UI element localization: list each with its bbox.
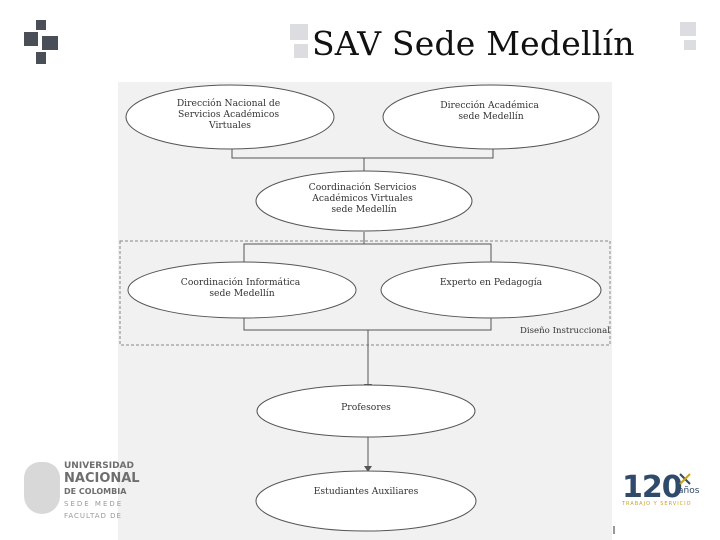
university-logo-line: DE COLOMBIA (64, 487, 127, 496)
svg-text:Profesores: Profesores (341, 402, 391, 413)
node-text-line: Dirección Académica (440, 100, 539, 111)
node-shape (382, 84, 600, 150)
node-profesores: Profesores (256, 384, 476, 438)
node-text-line: Coordinación Informática (181, 277, 301, 288)
university-logo-line: FACULTAD DE (64, 512, 122, 520)
node-direccion-nacional: Dirección Nacional de Servicios Académic… (125, 84, 335, 150)
svg-text:Experto en Pedagogía: Experto en Pedagogía (440, 277, 543, 288)
connector-top (231, 148, 494, 159)
instructional-design-region (119, 240, 611, 346)
university-logo-line: UNIVERSIDAD (64, 461, 134, 471)
node-text-line: Estudiantes Auxiliares (314, 486, 419, 497)
node-text-line: Experto en Pedagogía (440, 277, 543, 288)
anniversary-logo: 120 años TRABAJO Y SERVICIO (622, 470, 712, 510)
anniversary-number: 120 (622, 470, 683, 505)
node-shape (255, 170, 473, 232)
connectors (231, 148, 494, 466)
node-estudiantes-auxiliares: Estudiantes Auxiliares (255, 470, 477, 532)
node-text-line: Coordinación Servicios (309, 182, 417, 193)
region-label: Diseño Instruccional (520, 325, 610, 336)
node-coordinacion-informatica: Coordinación Informática sede Medellín (127, 261, 357, 319)
svg-text:Coordinación Informática: Coordinación Informática sede Medellín (181, 277, 303, 299)
university-crest-icon (24, 462, 60, 514)
anniversary-word: años (678, 486, 700, 496)
node-direccion-academica: Dirección Académica sede Medellín (382, 84, 600, 150)
svg-text:Dirección Nacional de: Dirección Nacional de Servicios Académic… (177, 98, 283, 131)
node-shape (255, 470, 477, 532)
university-logo-line: NACIONAL (64, 471, 140, 486)
anniversary-tagline: TRABAJO Y SERVICIO (622, 501, 692, 507)
node-text-line: Servicios Académicos (178, 109, 279, 120)
slide-title-block: SAV Sede Medellín (290, 22, 698, 68)
node-text-line: sede Medellín (331, 204, 396, 215)
node-shape (127, 261, 357, 319)
node-shape (125, 84, 335, 150)
node-coordinacion-sav: Coordinación Servicios Académicos Virtua… (255, 170, 473, 232)
corner-logo-squares (24, 20, 60, 66)
node-experto-pedagogia: Experto en Pedagogía (380, 261, 602, 319)
connector-split (243, 243, 492, 262)
node-shape (380, 261, 602, 319)
tools-icon (679, 473, 691, 485)
connector-join (243, 318, 492, 331)
node-text-line: Profesores (341, 402, 391, 413)
svg-text:Dirección Académica se: Dirección Académica sede Medellín (440, 100, 542, 122)
node-text-line: Virtuales (208, 120, 251, 131)
university-logo-line: SEDE MEDE (64, 500, 124, 508)
svg-text:Estudiantes Auxiliares: Estudiantes Auxiliares (314, 486, 419, 497)
slide-title: SAV Sede Medellín (312, 24, 635, 63)
node-text-line: Académicos Virtuales (311, 193, 413, 204)
university-logo: UNIVERSIDAD NACIONAL DE COLOMBIA SEDE ME… (24, 460, 140, 526)
node-text-line: sede Medellín (209, 288, 274, 299)
svg-text:Coordinación Servicios: Coordinación Servicios Académicos Virtua… (309, 182, 420, 215)
node-text-line: Dirección Nacional de (177, 98, 280, 109)
node-text-line: sede Medellín (458, 111, 523, 122)
node-shape (256, 384, 476, 438)
arrowhead-students (364, 466, 372, 472)
